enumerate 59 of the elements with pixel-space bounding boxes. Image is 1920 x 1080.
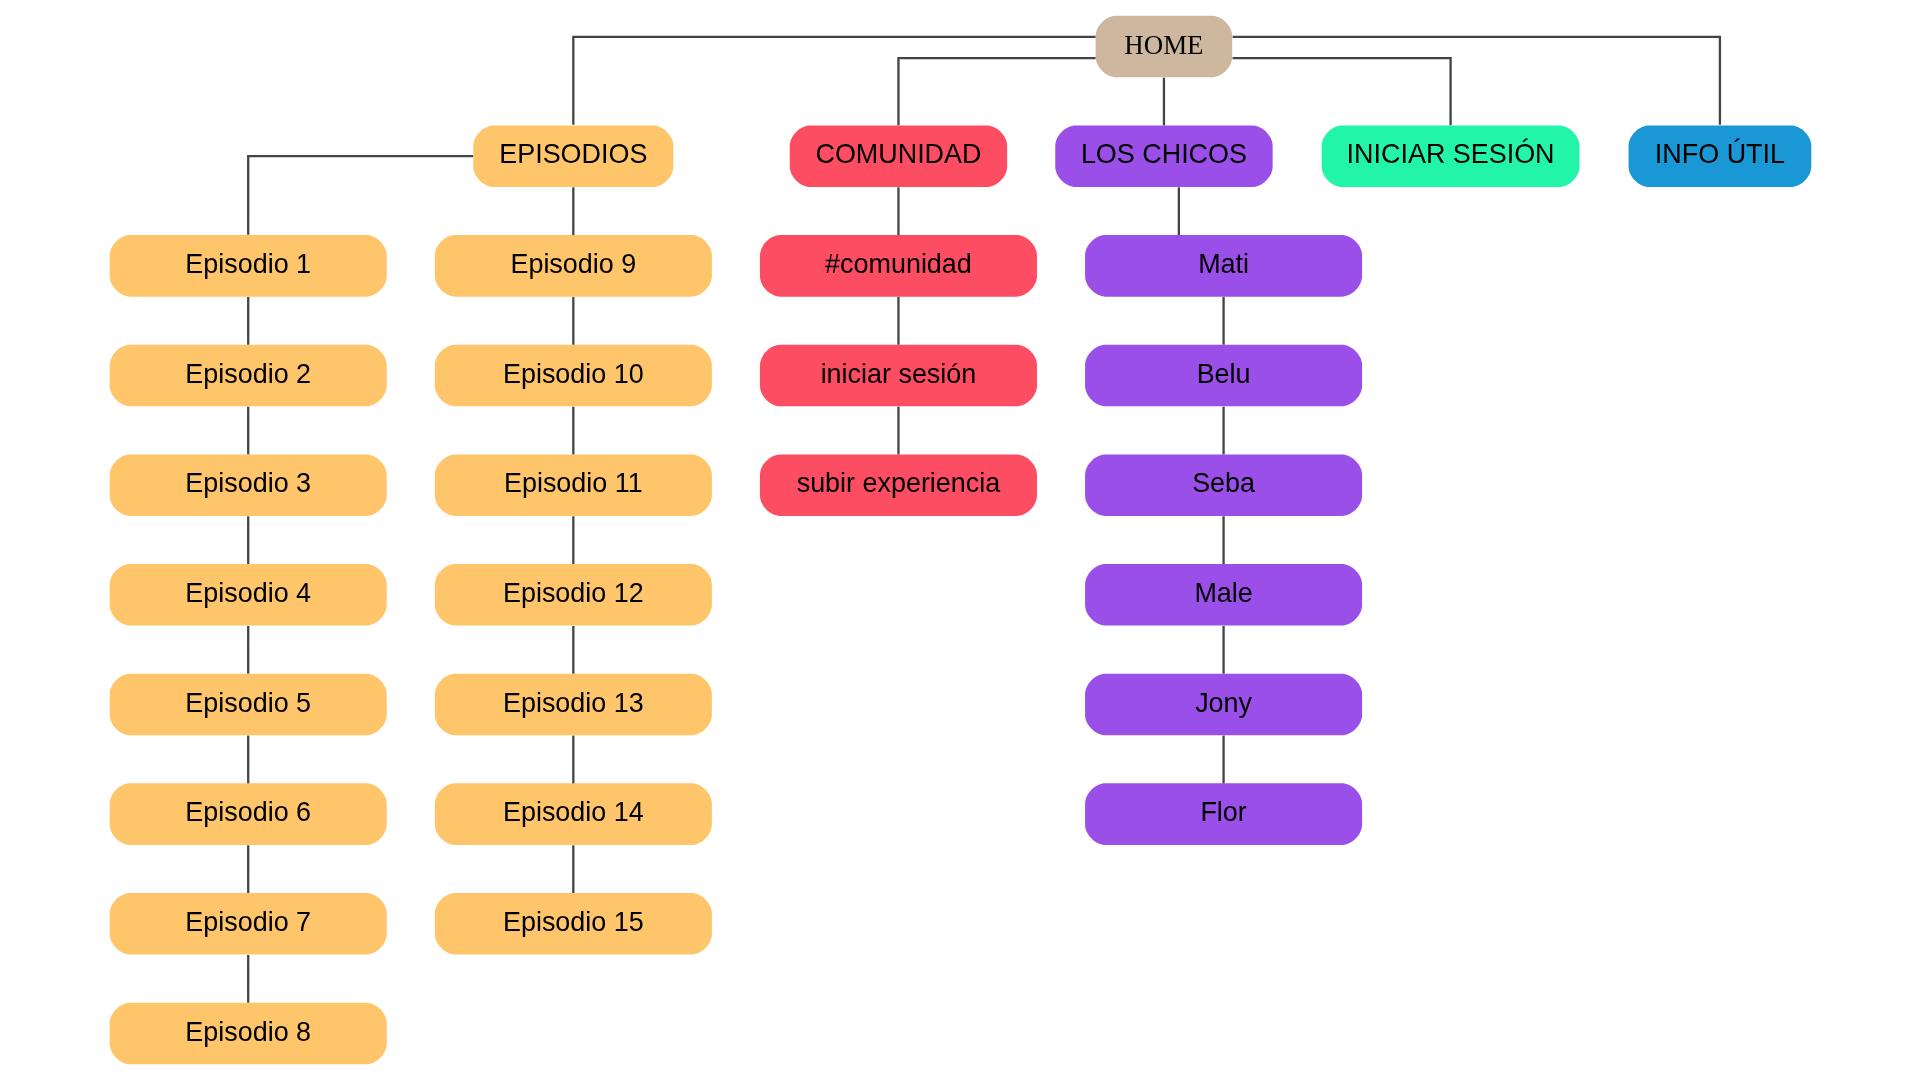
node-box: Episodio 4 xyxy=(109,564,387,626)
connector xyxy=(571,297,574,345)
connector xyxy=(1221,625,1225,674)
connector xyxy=(246,516,249,564)
connector xyxy=(571,516,574,564)
connector xyxy=(246,406,249,455)
connector xyxy=(571,625,574,674)
connector xyxy=(246,297,249,345)
node-box: HOME xyxy=(1095,15,1232,78)
node-box: Episodio 12 xyxy=(434,564,712,626)
node-box: Episodio 15 xyxy=(434,893,712,955)
connector xyxy=(1221,516,1225,564)
node-box: INFO ÚTIL xyxy=(1628,125,1811,187)
connector xyxy=(571,35,1096,125)
node-box: #comunidad xyxy=(759,235,1037,297)
node-box: Episodio 8 xyxy=(109,1002,387,1065)
connector xyxy=(896,297,900,345)
connector xyxy=(896,56,1096,126)
connector xyxy=(571,845,574,893)
node-box: LOS CHICOS xyxy=(1054,125,1273,187)
node-box: Episodio 13 xyxy=(434,673,712,736)
node-box: Episodio 7 xyxy=(109,893,387,955)
node-box: Jony xyxy=(1084,673,1362,736)
connector xyxy=(571,406,574,455)
node-box: Episodio 14 xyxy=(434,783,712,845)
node-box: iniciar sesión xyxy=(759,344,1037,407)
connector xyxy=(246,845,249,893)
node-box: EPISODIOS xyxy=(472,125,673,187)
connector xyxy=(1232,35,1721,125)
node-box: Mati xyxy=(1084,235,1362,297)
connector xyxy=(571,187,574,236)
node-box: Episodio 1 xyxy=(109,235,387,297)
connector xyxy=(1162,77,1165,126)
node-box: Episodio 2 xyxy=(109,344,387,407)
node-box: subir experiencia xyxy=(759,454,1037,516)
connector xyxy=(246,625,249,674)
connector xyxy=(1177,187,1180,236)
node-box: Episodio 9 xyxy=(434,235,712,297)
connector xyxy=(246,155,473,235)
node-box: Episodio 3 xyxy=(109,454,387,516)
connector xyxy=(1232,56,1452,126)
node-box: Male xyxy=(1084,564,1362,626)
connector xyxy=(1221,735,1225,784)
connector xyxy=(1221,406,1225,455)
connector xyxy=(246,735,249,784)
node-box: COMUNIDAD xyxy=(789,125,1007,187)
node-box: Episodio 6 xyxy=(109,783,387,845)
connector xyxy=(896,187,900,236)
node-box: INICIAR SESIÓN xyxy=(1321,125,1579,187)
node-box: Belu xyxy=(1084,344,1362,407)
connector xyxy=(246,954,249,1003)
node-box: Flor xyxy=(1084,783,1362,845)
connector xyxy=(896,406,900,455)
connector xyxy=(571,735,574,784)
connector xyxy=(1221,297,1225,345)
node-box: Seba xyxy=(1084,454,1362,516)
node-box: Episodio 11 xyxy=(434,454,712,516)
node-box: Episodio 5 xyxy=(109,673,387,736)
node-box: Episodio 10 xyxy=(434,344,712,407)
